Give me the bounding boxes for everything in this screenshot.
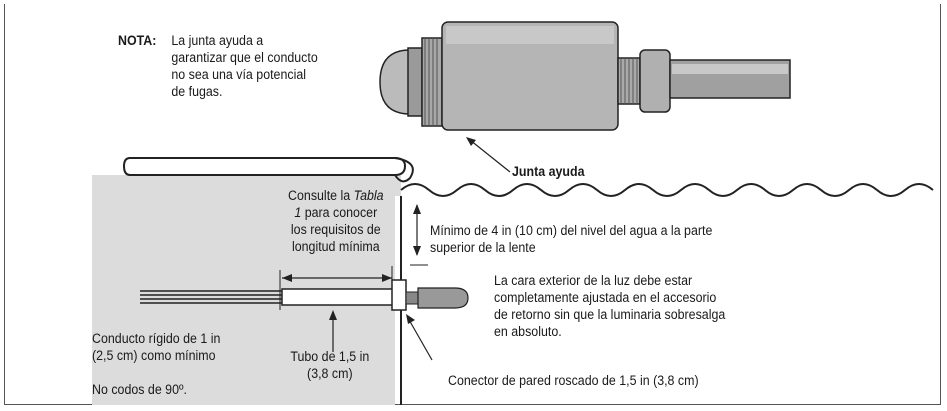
light-fixture-large <box>379 21 791 131</box>
note-text: La junta ayuda a garantizar que el condu… <box>171 33 318 99</box>
conduit-label: Conducto rígido de 1 in (2,5 cm) como mí… <box>92 331 221 363</box>
pool-wall <box>92 175 401 405</box>
no-elbows-label: No codos de 90º. <box>92 382 187 397</box>
note-block: NOTA: La junta ayuda a garantizar que el… <box>118 32 385 99</box>
diagram-frame <box>4 4 941 405</box>
wall-connector <box>391 279 407 311</box>
wall-connector-label: Conector de pared roscado de 1,5 in (3,8… <box>448 373 699 388</box>
min-water-level-label: Mínimo de 4 in (10 cm) del nivel del agu… <box>430 223 713 255</box>
gasket-label: Junta ayuda <box>512 164 585 179</box>
deck-coping <box>122 157 407 176</box>
tube-1-5in <box>281 288 395 306</box>
water-surface <box>400 183 934 197</box>
light-fixture-small <box>417 287 469 309</box>
face-flush-label: La cara exterior de la luz debe estar co… <box>494 273 726 339</box>
note-label: NOTA: <box>118 33 157 48</box>
tube-label: Tubo de 1,5 in (3,8 cm) <box>290 349 370 381</box>
consult-table-label: Consulte la Tabla 1 para conocer los req… <box>288 188 384 254</box>
